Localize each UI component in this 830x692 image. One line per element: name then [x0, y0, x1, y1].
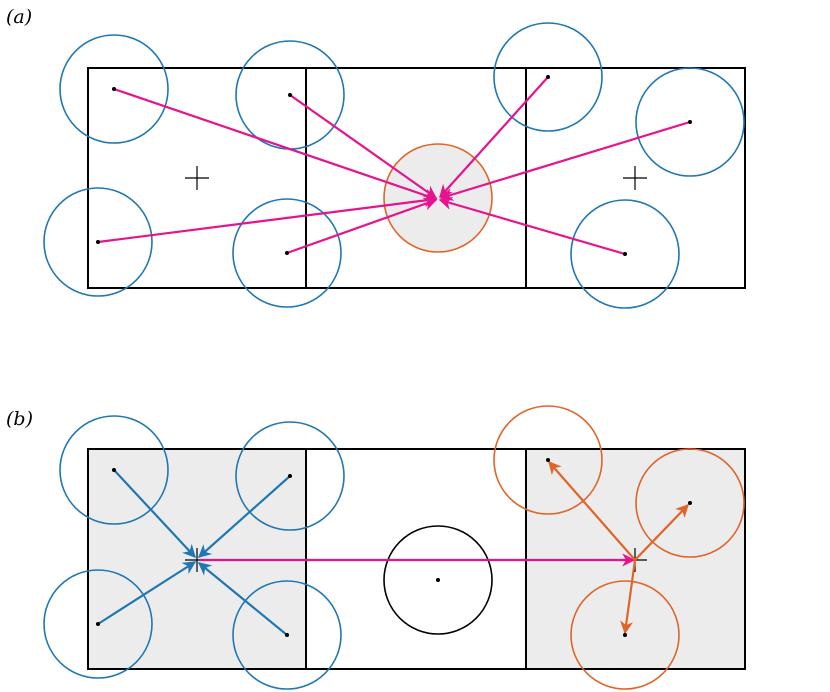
panel-b-orange-arrows [548, 461, 689, 635]
panel-b [43, 405, 746, 690]
panel-a-outer-box [87, 67, 746, 289]
panel-b-points [96, 458, 692, 637]
panel-a [43, 22, 746, 309]
panel-b-blue-arrows [97, 469, 291, 636]
panel-b-outer-box [87, 448, 746, 670]
panel-b-label: (b) [6, 408, 33, 430]
panel-a-points [96, 75, 692, 256]
panel-b-blue-circles [43, 415, 345, 690]
panel-a-plus-markers [185, 166, 647, 190]
panel-a-target-circle [383, 143, 493, 253]
panel-a-label: (a) [6, 6, 33, 28]
panel-b-neutral-circle [383, 525, 493, 635]
panel-a-arrows [97, 76, 691, 256]
panel-b-orange-circles [493, 405, 745, 690]
